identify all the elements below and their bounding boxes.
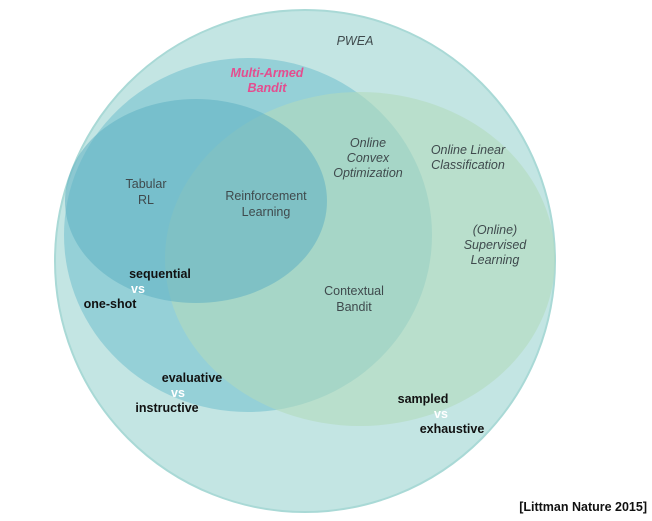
online-convex-optimization-label-line1: Online	[350, 136, 386, 150]
one-shot-label: one-shot	[84, 297, 138, 311]
online-supervised-learning-label-line1: (Online)	[473, 223, 517, 237]
instructive-label: instructive	[135, 401, 198, 415]
exhaustive-label: exhaustive	[420, 422, 485, 436]
multi-armed-bandit-label-line1: Multi-Armed	[231, 66, 304, 80]
online-supervised-learning-label-line3: Learning	[471, 253, 520, 267]
reinforcement-learning-ellipse	[65, 99, 327, 303]
online-convex-optimization-label-line2: Convex	[347, 151, 390, 165]
evaluative-vs-label: vs	[171, 386, 185, 400]
online-linear-classification-label-line1: Online Linear	[431, 143, 506, 157]
pwea-label: PWEA	[337, 34, 374, 48]
sequential-label: sequential	[129, 267, 191, 281]
online-convex-optimization-label-line3: Optimization	[333, 166, 403, 180]
multi-armed-bandit-label-line2: Bandit	[248, 81, 288, 95]
sampled-vs-label: vs	[434, 407, 448, 421]
tabular-rl-label-line1: Tabular	[126, 177, 167, 191]
online-supervised-learning-label-line2: Supervised	[464, 238, 528, 252]
evaluative-label: evaluative	[162, 371, 223, 385]
reinforcement-learning-label-line2: Learning	[242, 205, 291, 219]
tabular-rl-label-line2: RL	[138, 193, 154, 207]
sequential-vs-label: vs	[131, 282, 145, 296]
online-linear-classification-label-line2: Classification	[431, 158, 505, 172]
contextual-bandit-label-line2: Bandit	[336, 300, 372, 314]
contextual-bandit-label-line1: Contextual	[324, 284, 384, 298]
citation-label: [Littman Nature 2015]	[519, 500, 647, 514]
sampled-label: sampled	[398, 392, 449, 406]
reinforcement-learning-label-line1: Reinforcement	[225, 189, 307, 203]
